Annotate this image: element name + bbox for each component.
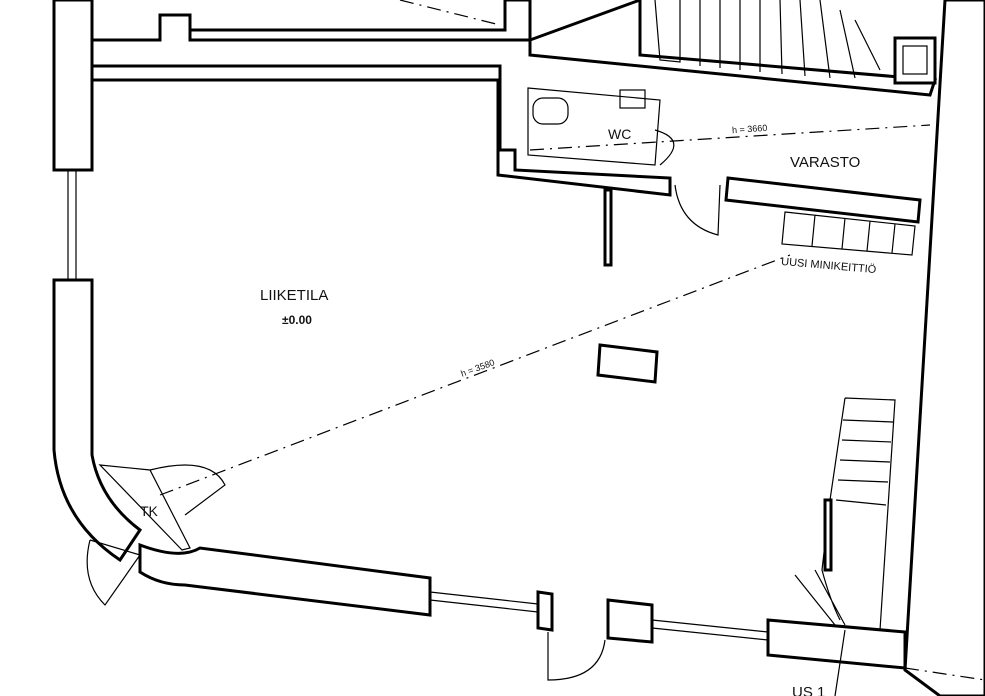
- entrance-door: [547, 632, 606, 681]
- room-label-varasto: VARASTO: [790, 154, 861, 171]
- wall-bottom-pier: [536, 590, 554, 632]
- column: [603, 188, 613, 267]
- section-mark-line: [834, 629, 846, 696]
- section-mark-label: US 1: [792, 684, 826, 696]
- room-label-liiketila: LIIKETILA: [260, 287, 329, 304]
- tk-door: [98, 464, 226, 551]
- kitchen-counter: [781, 211, 916, 256]
- wall-bottom: [138, 542, 432, 617]
- wall-storage: [724, 176, 922, 224]
- wall-left-upper: [52, 0, 94, 172]
- ceiling-line-main: [159, 254, 791, 496]
- toilet: [532, 97, 569, 125]
- wall-top-right: [528, 0, 938, 97]
- windows-bottom: [429, 591, 769, 641]
- wc-walls: [527, 87, 661, 166]
- ceiling-line-top: [399, 0, 501, 26]
- room-label-tk: TK: [140, 503, 158, 519]
- wall-bottom-right: [766, 618, 907, 670]
- storage-door: [674, 184, 721, 236]
- wall-top-inner: [90, 64, 672, 197]
- stairs-bottom: [794, 397, 896, 631]
- wall-bottom-mid: [606, 598, 654, 644]
- wc-sink: [619, 89, 646, 109]
- outer-door: [86, 539, 141, 606]
- wall-top: [90, 0, 532, 42]
- section-line: [904, 667, 985, 681]
- chimney: [893, 36, 937, 85]
- wc-door: [654, 129, 675, 166]
- table: [596, 343, 659, 384]
- stairs-top: [654, 0, 881, 79]
- ceiling-line-storage: [529, 124, 931, 151]
- wall-right: [903, 0, 985, 696]
- room-label-wc: WC: [608, 126, 632, 142]
- chimney-inner: [902, 45, 928, 75]
- window-left: [67, 169, 77, 281]
- stair-rail: [823, 498, 833, 572]
- wall-left-lower: [52, 278, 143, 563]
- level-label: ±0.00: [282, 313, 312, 327]
